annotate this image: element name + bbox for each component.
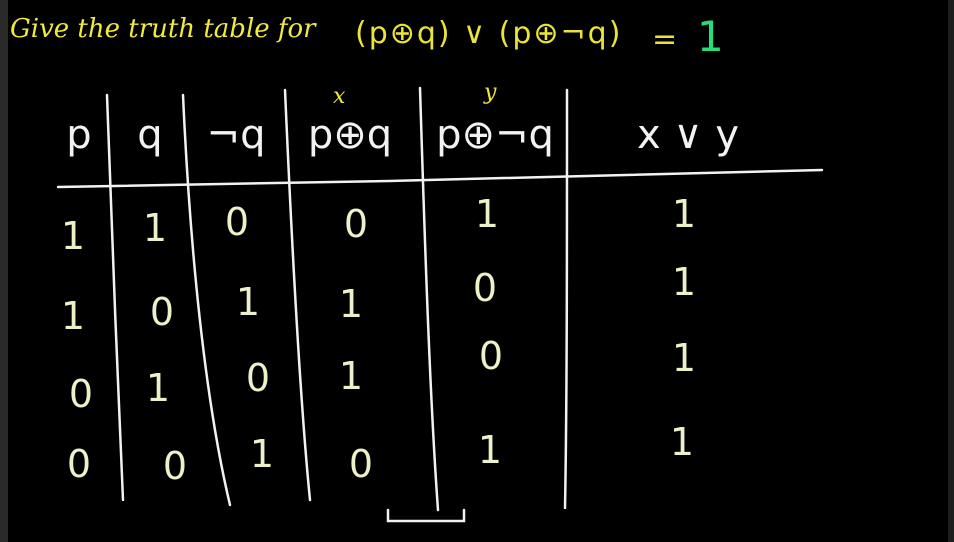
column-divider-5 (563, 88, 569, 510)
cell-r4-p: 0 (66, 442, 92, 486)
cell-r1-notq: 0 (224, 200, 250, 244)
cell-r4-pxnq: 1 (477, 428, 503, 472)
cell-r2-notq: 1 (235, 280, 261, 324)
cell-r3-notq: 0 (245, 356, 271, 400)
cell-r2-xory: 1 (671, 260, 697, 304)
column-divider-2 (181, 93, 232, 507)
cell-r3-p: 0 (68, 372, 94, 416)
cell-r2-q: 0 (149, 290, 175, 334)
cell-r2-p: 1 (60, 294, 86, 338)
column-label-y: y (484, 80, 497, 105)
cell-r4-notq: 1 (249, 432, 275, 476)
cell-r4-q: 0 (162, 444, 188, 488)
header-p-xor-not-q: p⊕¬q (436, 112, 554, 158)
header-p-xor-q: p⊕q (307, 112, 393, 158)
header-q: q (137, 112, 163, 158)
cell-r1-pxq: 0 (343, 202, 369, 246)
bracket-under-column (386, 508, 466, 523)
column-divider-4 (418, 86, 440, 512)
column-divider-3 (283, 88, 312, 502)
header-x-or-y: x ∨ y (636, 112, 740, 158)
column-label-x: x (333, 84, 346, 109)
header-underline (56, 168, 824, 189)
prompt-equals: = (652, 22, 678, 57)
header-p: p (66, 112, 92, 158)
cell-r4-pxq: 0 (348, 442, 374, 486)
column-divider-1 (105, 93, 125, 502)
right-edge-strip (948, 0, 954, 542)
cell-r3-q: 1 (145, 366, 171, 410)
prompt-text: Give the truth table for (10, 14, 316, 44)
cell-r2-pxnq: 0 (472, 266, 498, 310)
header-not-q: ¬q (206, 112, 266, 158)
cell-r1-xory: 1 (671, 192, 697, 236)
prompt-expression: (p⊕q) ∨ (p⊕¬q) (355, 16, 623, 51)
cell-r1-pxnq: 1 (474, 192, 500, 236)
prompt-result: 1 (697, 12, 724, 61)
cell-r3-pxq: 1 (338, 354, 364, 398)
cell-r3-xory: 1 (671, 336, 697, 380)
cell-r4-xory: 1 (669, 420, 695, 464)
cell-r2-pxq: 1 (338, 282, 364, 326)
cell-r3-pxnq: 0 (478, 334, 504, 378)
cell-r1-q: 1 (142, 206, 168, 250)
left-edge-strip (0, 0, 8, 542)
cell-r1-p: 1 (60, 214, 86, 258)
